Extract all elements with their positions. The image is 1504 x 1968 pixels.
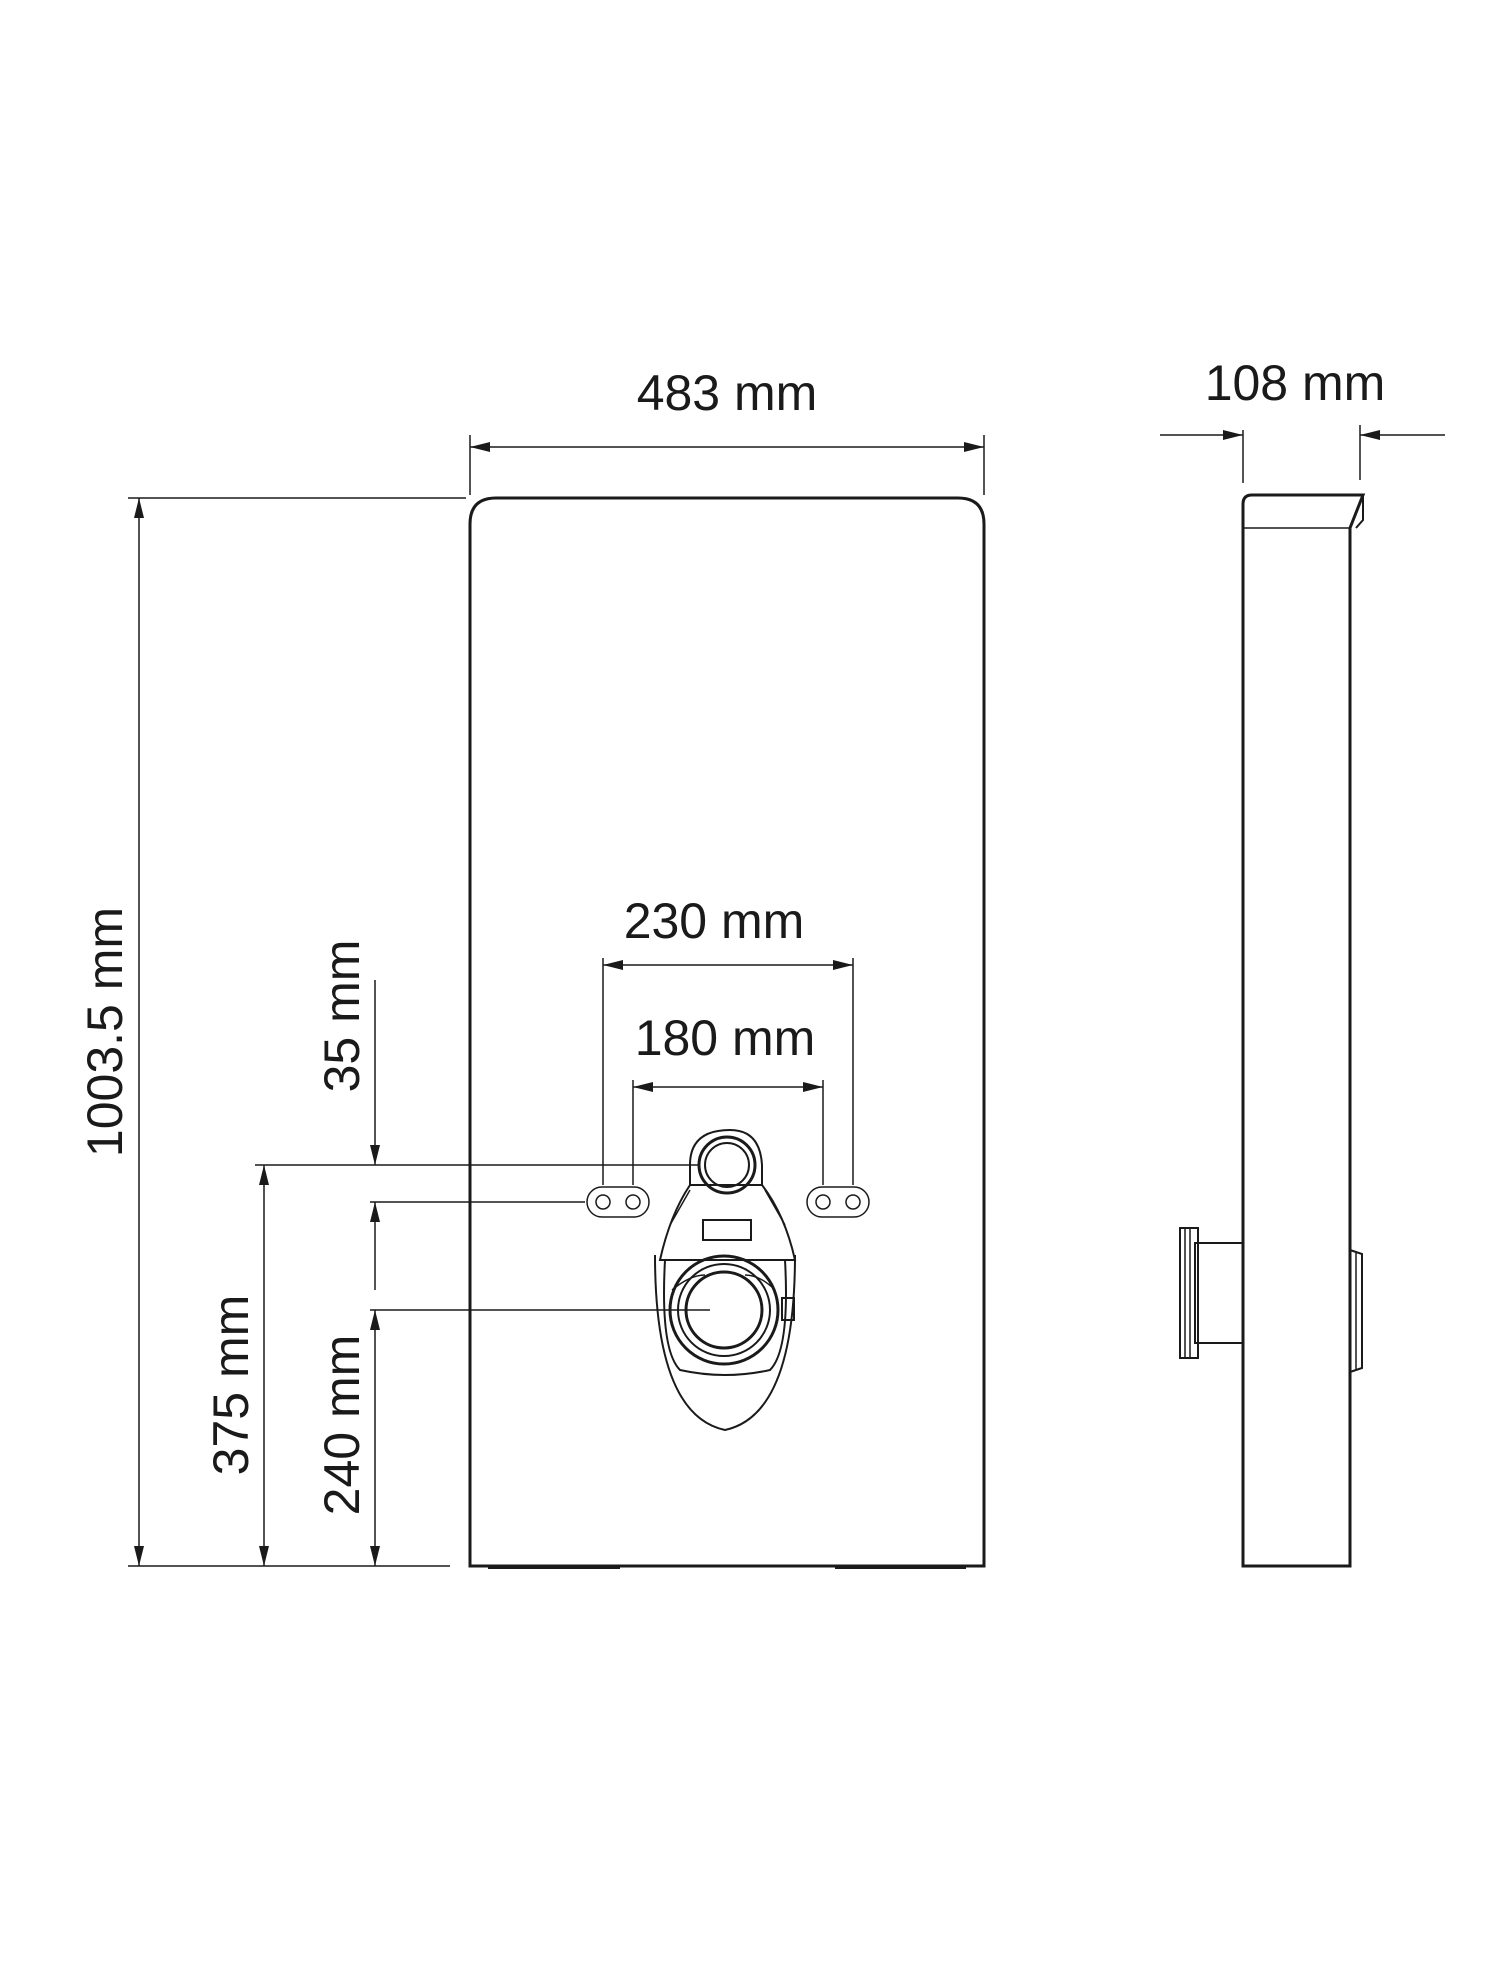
dim-bolt-outer: 230 mm — [602, 893, 854, 1185]
side-flush-plate — [1349, 1249, 1363, 1373]
dim-bolt-height-label: 375 mm — [203, 1295, 259, 1476]
dim-outlet-height: 240 mm — [314, 1309, 710, 1566]
side-outlet-pipe — [1179, 1227, 1244, 1359]
right-bolt-pair — [806, 1186, 870, 1218]
dim-width-front: 483 mm — [469, 365, 985, 495]
side-panel-front-glass — [1355, 495, 1364, 529]
drain-outlet-connector — [654, 1254, 796, 1432]
front-panel-outline — [468, 496, 986, 1568]
side-panel-outline — [1241, 493, 1366, 1568]
dim-bolt-height: 375 mm — [203, 1164, 700, 1566]
dim-width-label: 483 mm — [637, 365, 818, 421]
dim-bolt-inner-label: 180 mm — [635, 1010, 816, 1066]
dim-height-label: 1003.5 mm — [77, 907, 133, 1157]
dim-outlet-height-label: 240 mm — [314, 1335, 370, 1516]
dim-bolt-offset-label: 35 mm — [314, 940, 370, 1093]
dim-bolt-offset: 35 mm — [314, 940, 585, 1290]
front-view: 483 mm 1003.5 mm 375 mm 35 mm 240 mm — [77, 365, 986, 1569]
dim-bolt-outer-label: 230 mm — [624, 893, 805, 949]
dim-depth-side: 108 mm — [1160, 355, 1445, 483]
water-inlet-connector — [658, 1128, 797, 1261]
dim-bolt-inner: 180 mm — [632, 1010, 824, 1185]
left-bolt-pair — [586, 1186, 650, 1218]
dim-depth-label: 108 mm — [1205, 355, 1386, 411]
dim-height-total: 1003.5 mm — [77, 497, 466, 1567]
side-view: 108 mm — [1160, 355, 1445, 1568]
